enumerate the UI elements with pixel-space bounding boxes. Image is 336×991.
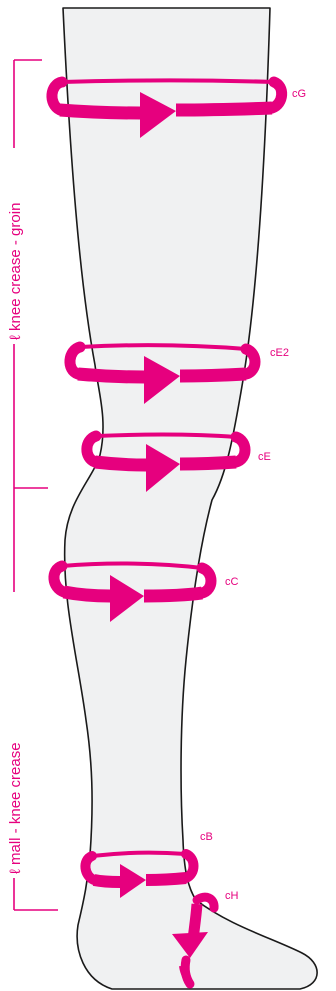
label-ce2: cE2 xyxy=(270,347,289,359)
label-cg: cG xyxy=(292,88,306,100)
lower-length-label: ℓ mall - knee crease xyxy=(7,742,24,874)
leg-outline xyxy=(63,8,317,989)
label-cc: cC xyxy=(225,576,239,588)
label-cb: cB xyxy=(200,831,213,843)
label-ce: cE xyxy=(258,451,271,463)
upper-length-label: ℓ knee crease - groin xyxy=(7,203,24,340)
label-ch: cH xyxy=(225,890,239,902)
